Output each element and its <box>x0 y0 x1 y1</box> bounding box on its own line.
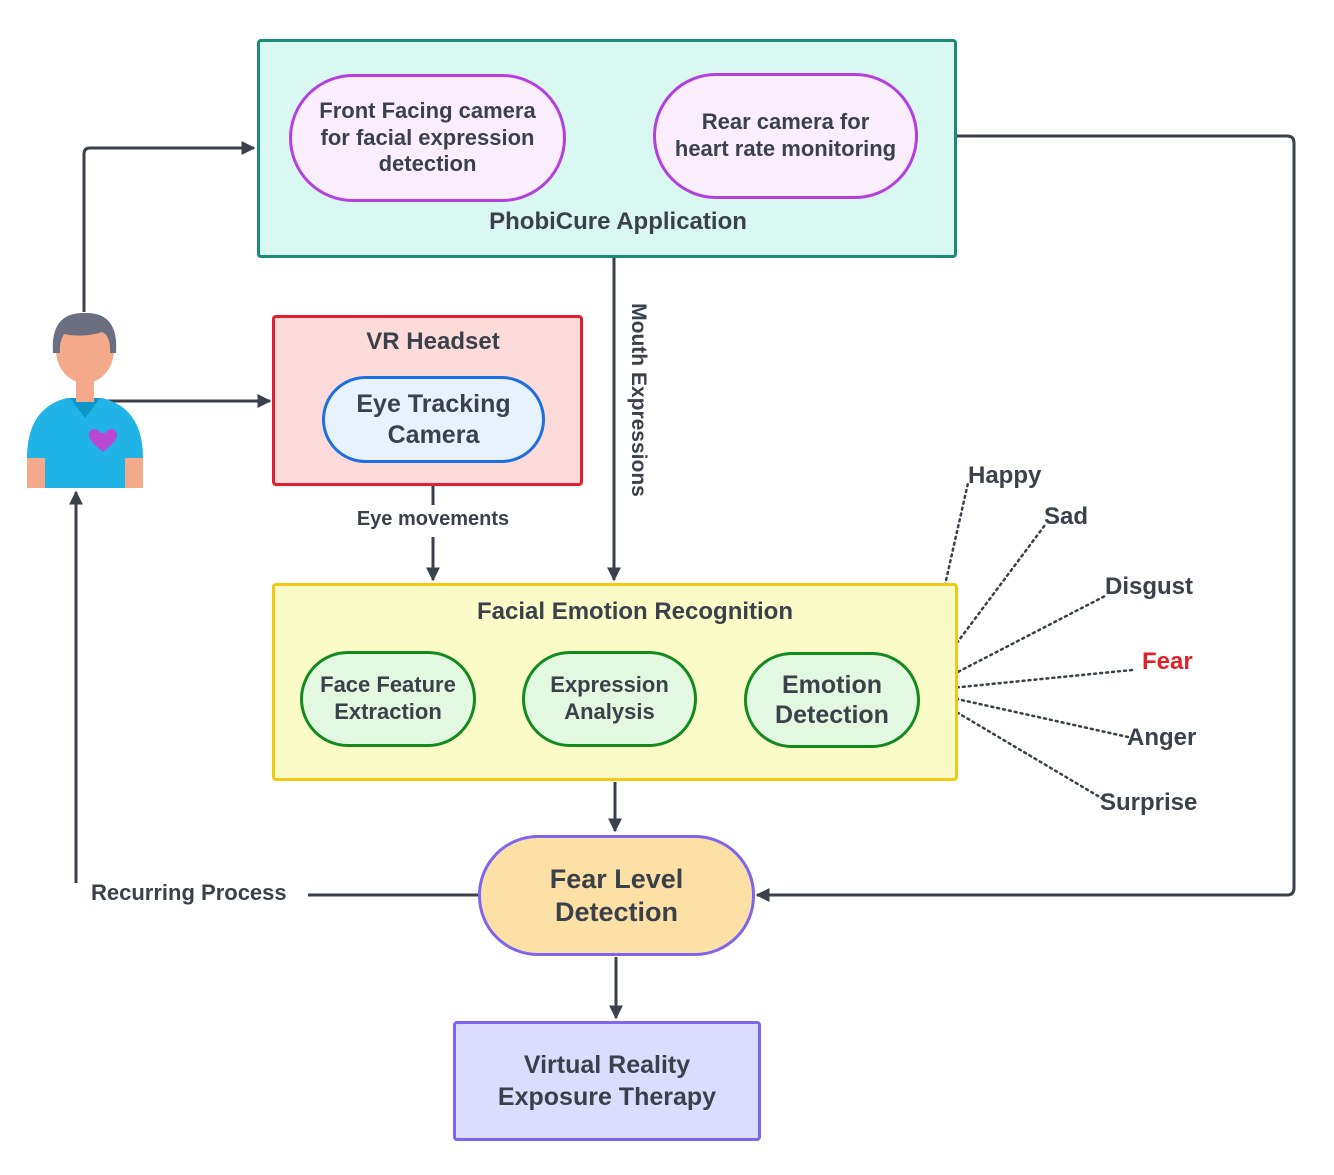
heart-icon <box>88 428 118 452</box>
mouth-expressions-label: Mouth Expressions <box>627 303 650 497</box>
emotion-detection-node: Emotion Detection <box>744 652 920 748</box>
edge-user-to-app <box>82 141 256 312</box>
emotion-label-disgust: Disgust <box>1105 573 1194 600</box>
expression-analysis-node: Expression Analysis <box>522 651 697 747</box>
phobicure-app-title: PhobiCure Application <box>489 208 747 235</box>
eye-movements-label: Eye movements <box>356 508 510 530</box>
vr-exposure-therapy-node: Virtual Reality Exposure Therapy <box>453 1021 761 1141</box>
vr-headset-title: VR Headset <box>366 328 500 355</box>
emotion-label-surprise: Surprise <box>1100 789 1198 816</box>
face-feature-extraction-node: Face Feature Extraction <box>300 651 476 747</box>
rear-camera-node: Rear camera for heart rate monitoring <box>653 73 918 199</box>
emotion-label-anger: Anger <box>1127 724 1197 751</box>
emotion-label-sad: Sad <box>1044 503 1089 530</box>
fer-title: Facial Emotion Recognition <box>476 598 794 625</box>
edge-rear-camera-to-fear <box>755 134 1296 902</box>
front-camera-node: Front Facing camera for facial expressio… <box>289 74 566 202</box>
eye-tracking-camera-node: Eye Tracking Camera <box>322 376 545 463</box>
emotion-label-fear: Fear <box>1142 648 1193 675</box>
recurring-process-label: Recurring Process <box>91 880 287 905</box>
fear-level-detection-node: Fear Level Detection <box>478 835 755 956</box>
fan-line-sad <box>919 523 1047 693</box>
user-avatar-icon <box>27 312 143 488</box>
emotion-label-happy: Happy <box>968 462 1042 489</box>
